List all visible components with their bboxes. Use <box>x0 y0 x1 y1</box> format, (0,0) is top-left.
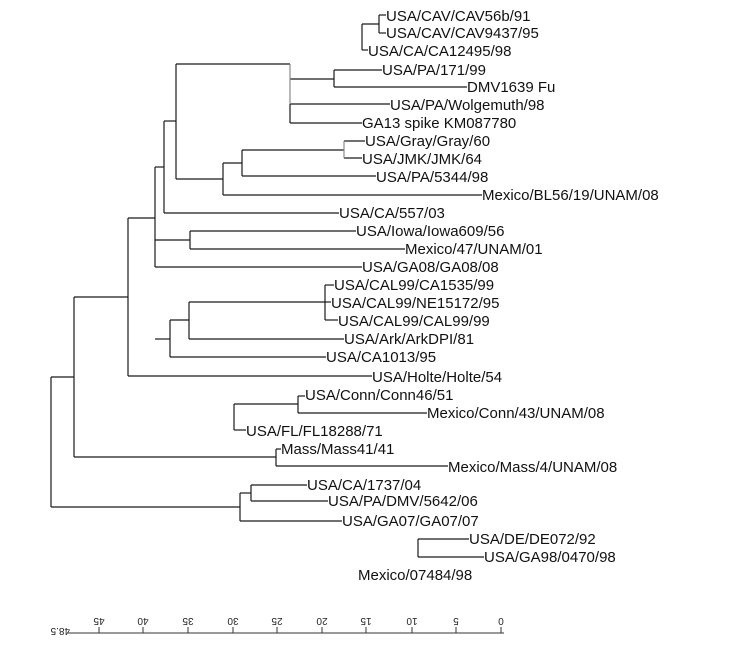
scale-tick-label: 35 <box>182 615 194 626</box>
scale-tick-label: 10 <box>406 615 418 626</box>
leaf-label: USA/JMK/JMK/64 <box>362 151 482 168</box>
leaf-label: USA/DE/DE072/92 <box>469 531 596 548</box>
leaf-label: USA/CAL99/CAL99/99 <box>338 313 490 330</box>
scale-tick-label: 45 <box>93 615 105 626</box>
leaf-label: USA/Gray/Gray/60 <box>365 133 490 150</box>
leaf-label: USA/PA/5344/98 <box>376 169 488 186</box>
leaf-label: USA/Holte/Holte/54 <box>372 369 502 386</box>
tree-branches <box>50 14 484 558</box>
leaf-label: Mexico/07484/98 <box>358 567 472 584</box>
leaf-label: DMV1639 Fu <box>467 79 555 96</box>
leaf-label: Mexico/47/UNAM/01 <box>405 241 543 258</box>
leaf-label: USA/CAL99/CA1535/99 <box>334 277 494 294</box>
scale-tick-label: 20 <box>316 615 328 626</box>
leaf-label: USA/CA1013/95 <box>326 349 436 366</box>
leaf-label: USA/CAV/CAV9437/95 <box>386 25 539 42</box>
leaf-label: USA/Conn/Conn46/51 <box>305 387 453 404</box>
leaf-label: GA13 spike KM087780 <box>362 115 516 132</box>
leaf-label: USA/CA/557/03 <box>339 205 445 222</box>
leaf-label: USA/GA07/GA07/07 <box>342 513 479 530</box>
leaf-label: USA/PA/171/99 <box>382 62 486 79</box>
scale-tick-label: 15 <box>360 615 372 626</box>
scale-tick-label: 40 <box>137 615 149 626</box>
scale-tick-label: 30 <box>227 615 239 626</box>
scale-tick-label: 5 <box>453 615 459 626</box>
leaf-label: Mexico/Conn/43/UNAM/08 <box>427 405 605 422</box>
leaf-label: USA/Iowa/Iowa609/56 <box>356 223 504 240</box>
leaf-label: USA/CA/1737/04 <box>307 477 421 494</box>
leaf-label: USA/CAL99/NE15172/95 <box>331 295 499 312</box>
scale-start-label: 48.5 <box>50 625 70 636</box>
scale-axis: 48.5 45 40 35 30 25 20 15 10 5 0 <box>50 615 504 636</box>
leaf-label: USA/CAV/CAV56b/91 <box>386 8 531 25</box>
leaf-label: USA/PA/Wolgemuth/98 <box>390 97 545 114</box>
leaf-label: USA/Ark/ArkDPI/81 <box>344 331 474 348</box>
leaf-label: Mexico/BL56/19/UNAM/08 <box>482 187 659 204</box>
leaf-label: Mass/Mass41/41 <box>281 441 394 458</box>
scale-tick-label: 0 <box>498 615 504 626</box>
leaf-label: USA/CA/CA12495/98 <box>368 43 511 60</box>
leaf-label: USA/PA/DMV/5642/06 <box>328 493 478 510</box>
scale-tick-label: 25 <box>271 615 283 626</box>
leaf-label: USA/FL/FL18288/71 <box>246 423 383 440</box>
leaf-label: USA/GA98/0470/98 <box>484 549 616 566</box>
leaf-label: USA/GA08/GA08/08 <box>362 259 499 276</box>
leaf-label: Mexico/Mass/4/UNAM/08 <box>448 459 617 476</box>
leaf-labels: USA/CAV/CAV56b/91 USA/CAV/CAV9437/95 USA… <box>246 8 659 584</box>
